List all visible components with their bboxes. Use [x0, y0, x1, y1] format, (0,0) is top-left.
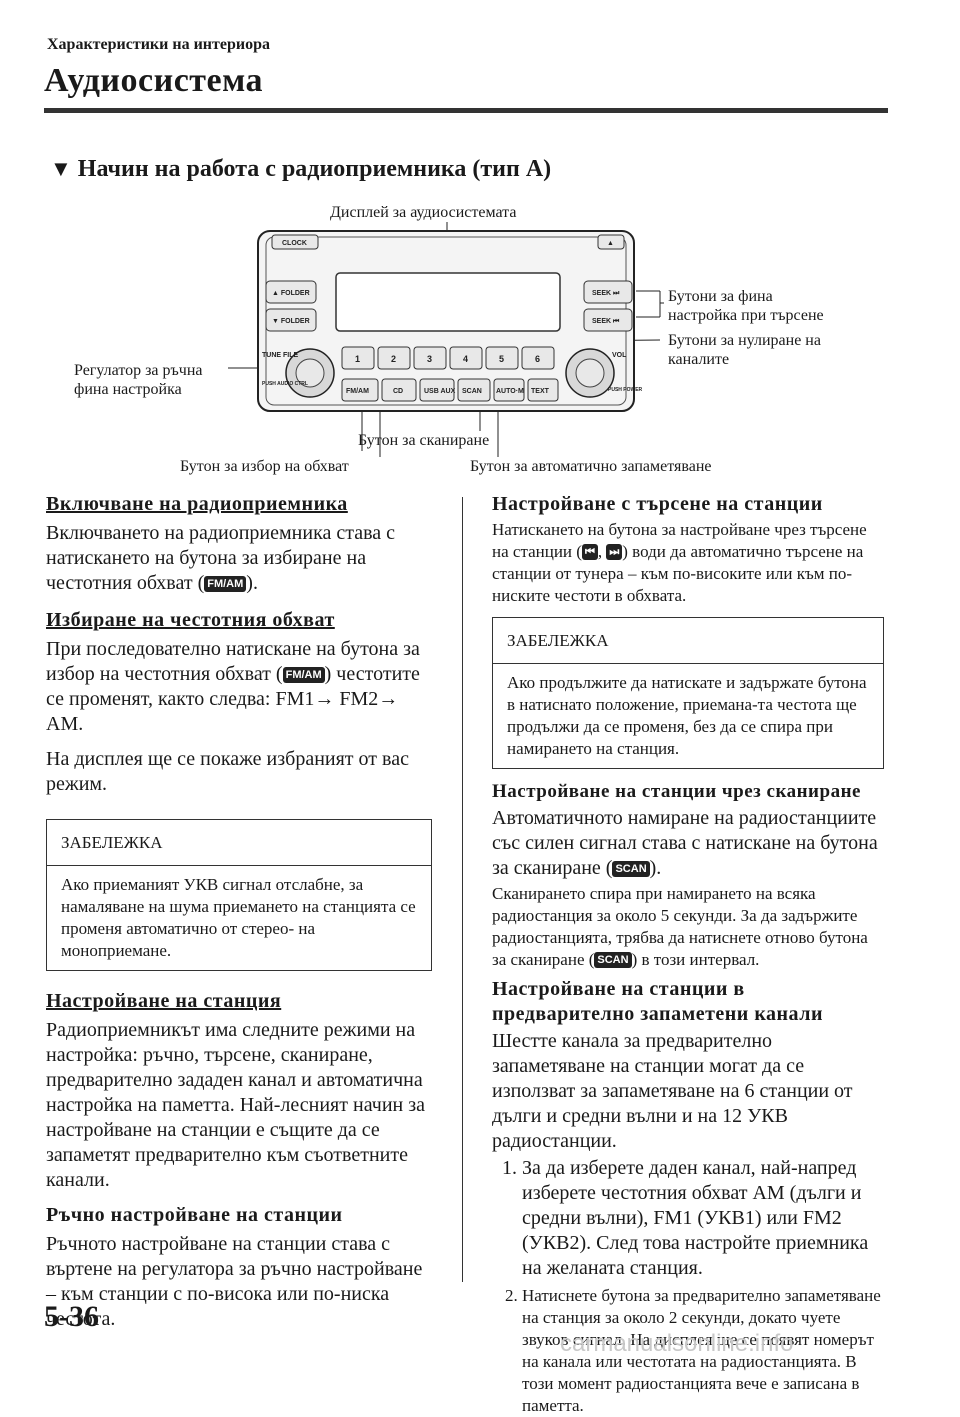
- fmam-button-label: FM/AM: [346, 388, 369, 395]
- label-seek-2: настройка при търсене: [668, 307, 824, 324]
- list-item: За да изберете даден канал, най-напред и…: [522, 1156, 884, 1281]
- folder-down-label: ▼ FOLDER: [272, 318, 310, 325]
- page-number: 5-36: [44, 1300, 99, 1333]
- preset-2-label: 2: [391, 354, 396, 364]
- radio-diagram: CLOCK ▲ ▲ FOLDER ▼ FOLDER SEEK ⏭ SEEK ⏮ …: [74, 204, 824, 475]
- heading-radio-on: Включване на радиоприемника: [46, 493, 348, 515]
- usb-button-label: USB AUX: [424, 388, 456, 395]
- note-box-left: ЗАБЕЛЕЖКА Ако приеманият УКВ сигнал отсл…: [46, 819, 432, 971]
- text-button-label: TEXT: [531, 388, 550, 395]
- heading-tuning: Настройване на станция: [46, 990, 282, 1012]
- tune-file-label: TUNE FILE: [262, 352, 298, 359]
- note-title: ЗАБЕЛЕЖКА: [493, 618, 883, 664]
- left-column: Включване на радиоприемника Включването …: [46, 492, 432, 1332]
- note-body: Ако продължите да натискате и задържате …: [507, 673, 867, 758]
- fmam-key-icon: FM/AM: [204, 576, 247, 592]
- heading-presets: Настройване на станции в предварително з…: [492, 978, 823, 1025]
- column-divider: [462, 497, 463, 1282]
- push-power-label: PUSH POWER: [608, 387, 643, 393]
- preset-6-label: 6: [535, 354, 540, 364]
- paragraph-seek: Натискането на бутона за настройване чре…: [492, 520, 867, 605]
- heading-manual: Ръчно настройване на станции: [46, 1204, 343, 1226]
- right-column: Настройване с търсене на станции Натиска…: [492, 492, 884, 1417]
- label-tune: Регулатор за ръчна: [74, 362, 203, 379]
- seek-down-label: SEEK ⏮: [592, 318, 620, 325]
- label-band: Бутон за избор на обхват: [180, 458, 349, 475]
- heading-scan: Настройване на станции чрез сканиране: [492, 781, 861, 802]
- seek-down-key-icon: ⏮: [581, 544, 598, 560]
- paragraph-manual: Ръчното настройване на станции става с в…: [46, 1233, 423, 1330]
- note-body: Ако приеманият УКВ сигнал отслабне, за н…: [61, 875, 416, 960]
- preset-1-label: 1: [355, 354, 360, 364]
- watermark: carmanualsonline.info: [560, 1330, 794, 1357]
- seek-up-key-icon: ⏭: [606, 544, 623, 560]
- paragraph-display-mode: На дисплея ще се покаже избраният от вас…: [46, 748, 409, 795]
- paragraph-presets: Шестте канала за предварително запаметяв…: [492, 1030, 853, 1152]
- label-seek: Бутони за фина: [668, 288, 773, 305]
- fmam-key-icon: FM/AM: [282, 667, 325, 683]
- page-title: Аудиосистема: [44, 62, 263, 99]
- scan-button-label: SCAN: [462, 388, 482, 395]
- preset-4-label: 4: [463, 354, 468, 364]
- clock-button-label: CLOCK: [282, 240, 307, 247]
- heading-seek: Настройване с търсене на станции: [492, 493, 823, 515]
- cd-button-label: CD: [393, 388, 403, 395]
- paragraph-scan-stop: Сканирането спира при намирането на всяк…: [492, 884, 868, 969]
- note-title: ЗАБЕЛЕЖКА: [47, 820, 431, 866]
- note-box-right: ЗАБЕЛЕЖКА Ако продължите да натискате и …: [492, 617, 884, 769]
- vol-label: VOL: [612, 352, 627, 359]
- eject-icon: ▲: [607, 240, 614, 247]
- automem-button-label: AUTO·M: [496, 388, 524, 395]
- preset-3-label: 3: [427, 354, 432, 364]
- triangle-icon: ▼: [50, 156, 72, 181]
- seek-up-label: SEEK ⏭: [592, 290, 620, 297]
- paragraph-tuning: Радиоприемникът има следните режими на н…: [46, 1019, 426, 1191]
- label-display: Дисплей за аудиосистемата: [330, 204, 516, 221]
- paragraph-scan: Автоматичното намиране на радиостанциите…: [492, 807, 878, 879]
- label-scan: Бутон за сканиране: [358, 432, 489, 449]
- preset-steps-list: За да изберете даден канал, най-напред и…: [492, 1156, 884, 1417]
- push-audio-label: PUSH AUDIO CTRL: [262, 381, 308, 387]
- header-subtitle: Характеристики на интериора: [47, 36, 270, 53]
- header-rule: [44, 108, 888, 113]
- label-automem: Бутон за автоматично запаметяване: [470, 458, 712, 475]
- scan-key-icon: SCAN: [594, 952, 632, 968]
- preset-5-label: 5: [499, 354, 504, 364]
- paragraph-band: При последователно натискане на бутона з…: [46, 638, 420, 735]
- section-title: ▼Начин на работа с радиоприемника (тип А…: [50, 156, 551, 183]
- label-presets-2: каналите: [668, 351, 729, 368]
- folder-up-label: ▲ FOLDER: [272, 290, 310, 297]
- label-tune-2: фина настройка: [74, 381, 182, 398]
- heading-band: Избиране на честотния обхват: [46, 609, 335, 631]
- paragraph-radio-on: Включването на радиоприемника става с на…: [46, 522, 396, 594]
- section-title-text: Начин на работа с радиоприемника (тип А): [77, 156, 552, 182]
- scan-key-icon: SCAN: [612, 861, 650, 877]
- label-presets: Бутони за нулиране на: [668, 332, 821, 349]
